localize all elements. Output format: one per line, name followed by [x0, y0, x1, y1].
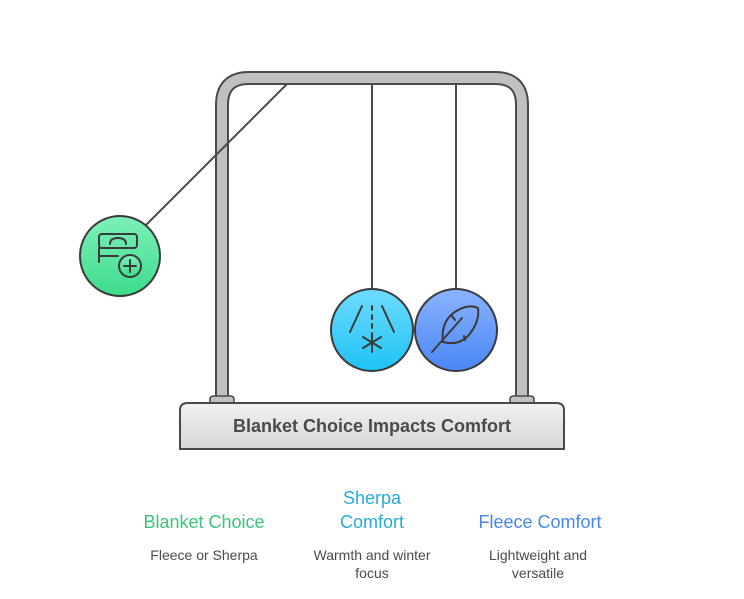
desc-blanket-choice: Fleece or Sherpa	[150, 547, 258, 563]
diagram-title: Blanket Choice Impacts Comfort	[232, 415, 512, 436]
label-sherpa-line-2: Comfort	[339, 512, 404, 532]
ball-fleece-comfort	[414, 288, 498, 372]
string-blanket-choice	[145, 83, 288, 226]
desc-fleece-comfort: Lightweight and versatile	[488, 547, 588, 581]
label-sherpa-comfort: Sherpa Comfort	[312, 486, 432, 534]
ball-sherpa-comfort	[330, 288, 414, 372]
cradle-frame	[209, 71, 535, 404]
feather-icon	[431, 305, 480, 353]
label-blanket-choice: Blanket Choice	[143, 512, 265, 532]
ball-blanket-choice	[79, 215, 161, 297]
label-sherpa-line-1: Sherpa	[342, 488, 402, 508]
bed-plus-icon	[98, 233, 142, 278]
label-fleece-comfort: Fleece Comfort	[478, 512, 602, 532]
snowflake-icon	[349, 305, 395, 353]
cradle-base	[179, 402, 565, 450]
desc-sherpa-comfort: Warmth and winter focus	[313, 547, 431, 581]
